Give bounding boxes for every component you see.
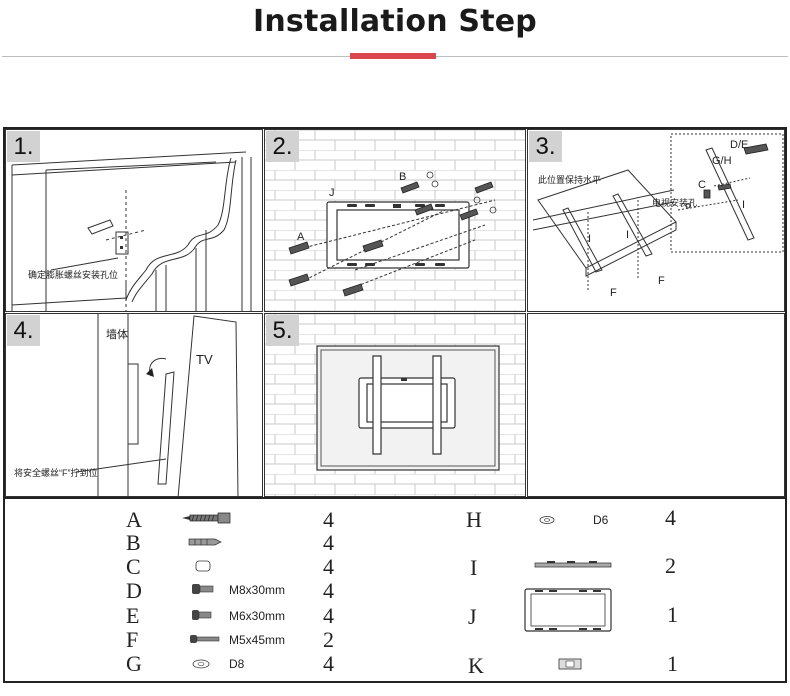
bolt-icon bbox=[192, 584, 214, 594]
part-quantity: 4 bbox=[323, 507, 334, 532]
step-3-label-gh: G/H bbox=[712, 155, 732, 167]
part-quantity: 4 bbox=[665, 505, 676, 530]
step-number: 4. bbox=[7, 315, 40, 346]
washer-icon bbox=[192, 659, 210, 669]
part-letter: J bbox=[468, 604, 477, 629]
part-letter: I bbox=[470, 555, 478, 580]
step-3-label-tv-hole: 电视安装孔 bbox=[652, 198, 698, 208]
step-4-illustration bbox=[75, 314, 239, 496]
wall-plate-icon bbox=[524, 588, 612, 632]
part-letter: A bbox=[126, 507, 142, 532]
part-spec: D6 bbox=[593, 513, 609, 527]
part-spec: M8x30mm bbox=[229, 583, 286, 597]
part-letter: F bbox=[126, 627, 139, 652]
spacer-icon bbox=[195, 560, 211, 572]
part-quantity: 1 bbox=[667, 651, 678, 676]
step-5-panel: 5. bbox=[264, 313, 526, 497]
part-spec: D8 bbox=[229, 657, 245, 671]
title-accent-bar bbox=[350, 53, 436, 59]
empty-panel bbox=[527, 313, 785, 497]
part-quantity: 4 bbox=[323, 603, 334, 628]
part-letter: K bbox=[468, 653, 484, 678]
part-letter: G bbox=[126, 651, 142, 676]
long-bolt-icon bbox=[190, 635, 220, 643]
part-letter: D bbox=[126, 578, 142, 603]
step-3-illustration bbox=[532, 133, 784, 290]
part-letter: H bbox=[466, 507, 482, 532]
step-2-label-j: J bbox=[329, 187, 335, 199]
step-3-label-de: D/E bbox=[730, 139, 749, 151]
step-3-label-c: C bbox=[698, 179, 706, 191]
step-1-panel: 1. 确定膨胀螺丝安装孔位 bbox=[5, 129, 263, 312]
step-2-label-b: B bbox=[399, 171, 407, 183]
step-3-label-level: 此位置保持水平 bbox=[538, 175, 602, 185]
step-4-label-tv: TV bbox=[196, 352, 213, 367]
part-quantity: 2 bbox=[665, 553, 676, 578]
step-3-label-i: I bbox=[626, 229, 630, 241]
step-5-illustration bbox=[265, 314, 525, 496]
vertical-arm-icon bbox=[534, 561, 612, 568]
step-4-label-screw: 将安全螺丝“F”拧到位 bbox=[14, 468, 98, 478]
wood-screw-icon bbox=[182, 512, 231, 524]
step-1-label: 确定膨胀螺丝安装孔位 bbox=[28, 270, 119, 280]
part-quantity: 2 bbox=[323, 627, 334, 652]
step-3-panel: 3. 此位置保持水平 电视安装孔 D/E G/H C I I I F F bbox=[527, 129, 785, 312]
part-quantity: 1 bbox=[667, 602, 678, 627]
parts-list: A 4 B 4 C 4 D M8x30mm 4 E bbox=[5, 497, 785, 682]
instruction-frame bbox=[3, 127, 787, 683]
step-number: 2. bbox=[266, 131, 299, 162]
page-title: Installation Step bbox=[253, 4, 537, 39]
step-4-panel: 4. 墙体 TV 将安全螺丝“F”拧到位 bbox=[5, 313, 263, 497]
part-letter: E bbox=[126, 603, 140, 628]
step-1-illustration bbox=[11, 151, 252, 311]
step-2-label-a: A bbox=[297, 231, 305, 243]
part-quantity: 4 bbox=[323, 554, 334, 579]
part-letter: B bbox=[126, 530, 141, 555]
part-spec: M5x45mm bbox=[229, 633, 286, 647]
part-quantity: 4 bbox=[323, 578, 334, 603]
step-number: 3. bbox=[529, 131, 562, 162]
step-number: 5. bbox=[266, 315, 299, 346]
step-4-label-wall: 墙体 bbox=[106, 329, 128, 341]
step-2-panel: 2. bbox=[264, 129, 526, 312]
step-number: 1. bbox=[7, 131, 40, 162]
part-quantity: 4 bbox=[323, 530, 334, 555]
wall-anchor-icon bbox=[188, 538, 222, 546]
part-letter: C bbox=[126, 554, 141, 579]
step-2-illustration bbox=[265, 130, 525, 311]
step-3-label-f: F bbox=[658, 275, 665, 287]
step-3-label-i: I bbox=[588, 233, 592, 245]
washer-icon bbox=[539, 516, 555, 524]
bubble-level-icon bbox=[558, 658, 582, 670]
part-spec: M6x30mm bbox=[229, 609, 286, 623]
part-quantity: 4 bbox=[323, 651, 334, 676]
step-3-label-i: I bbox=[742, 199, 746, 211]
step-3-label-f: F bbox=[610, 287, 617, 299]
bolt-icon bbox=[192, 610, 212, 620]
